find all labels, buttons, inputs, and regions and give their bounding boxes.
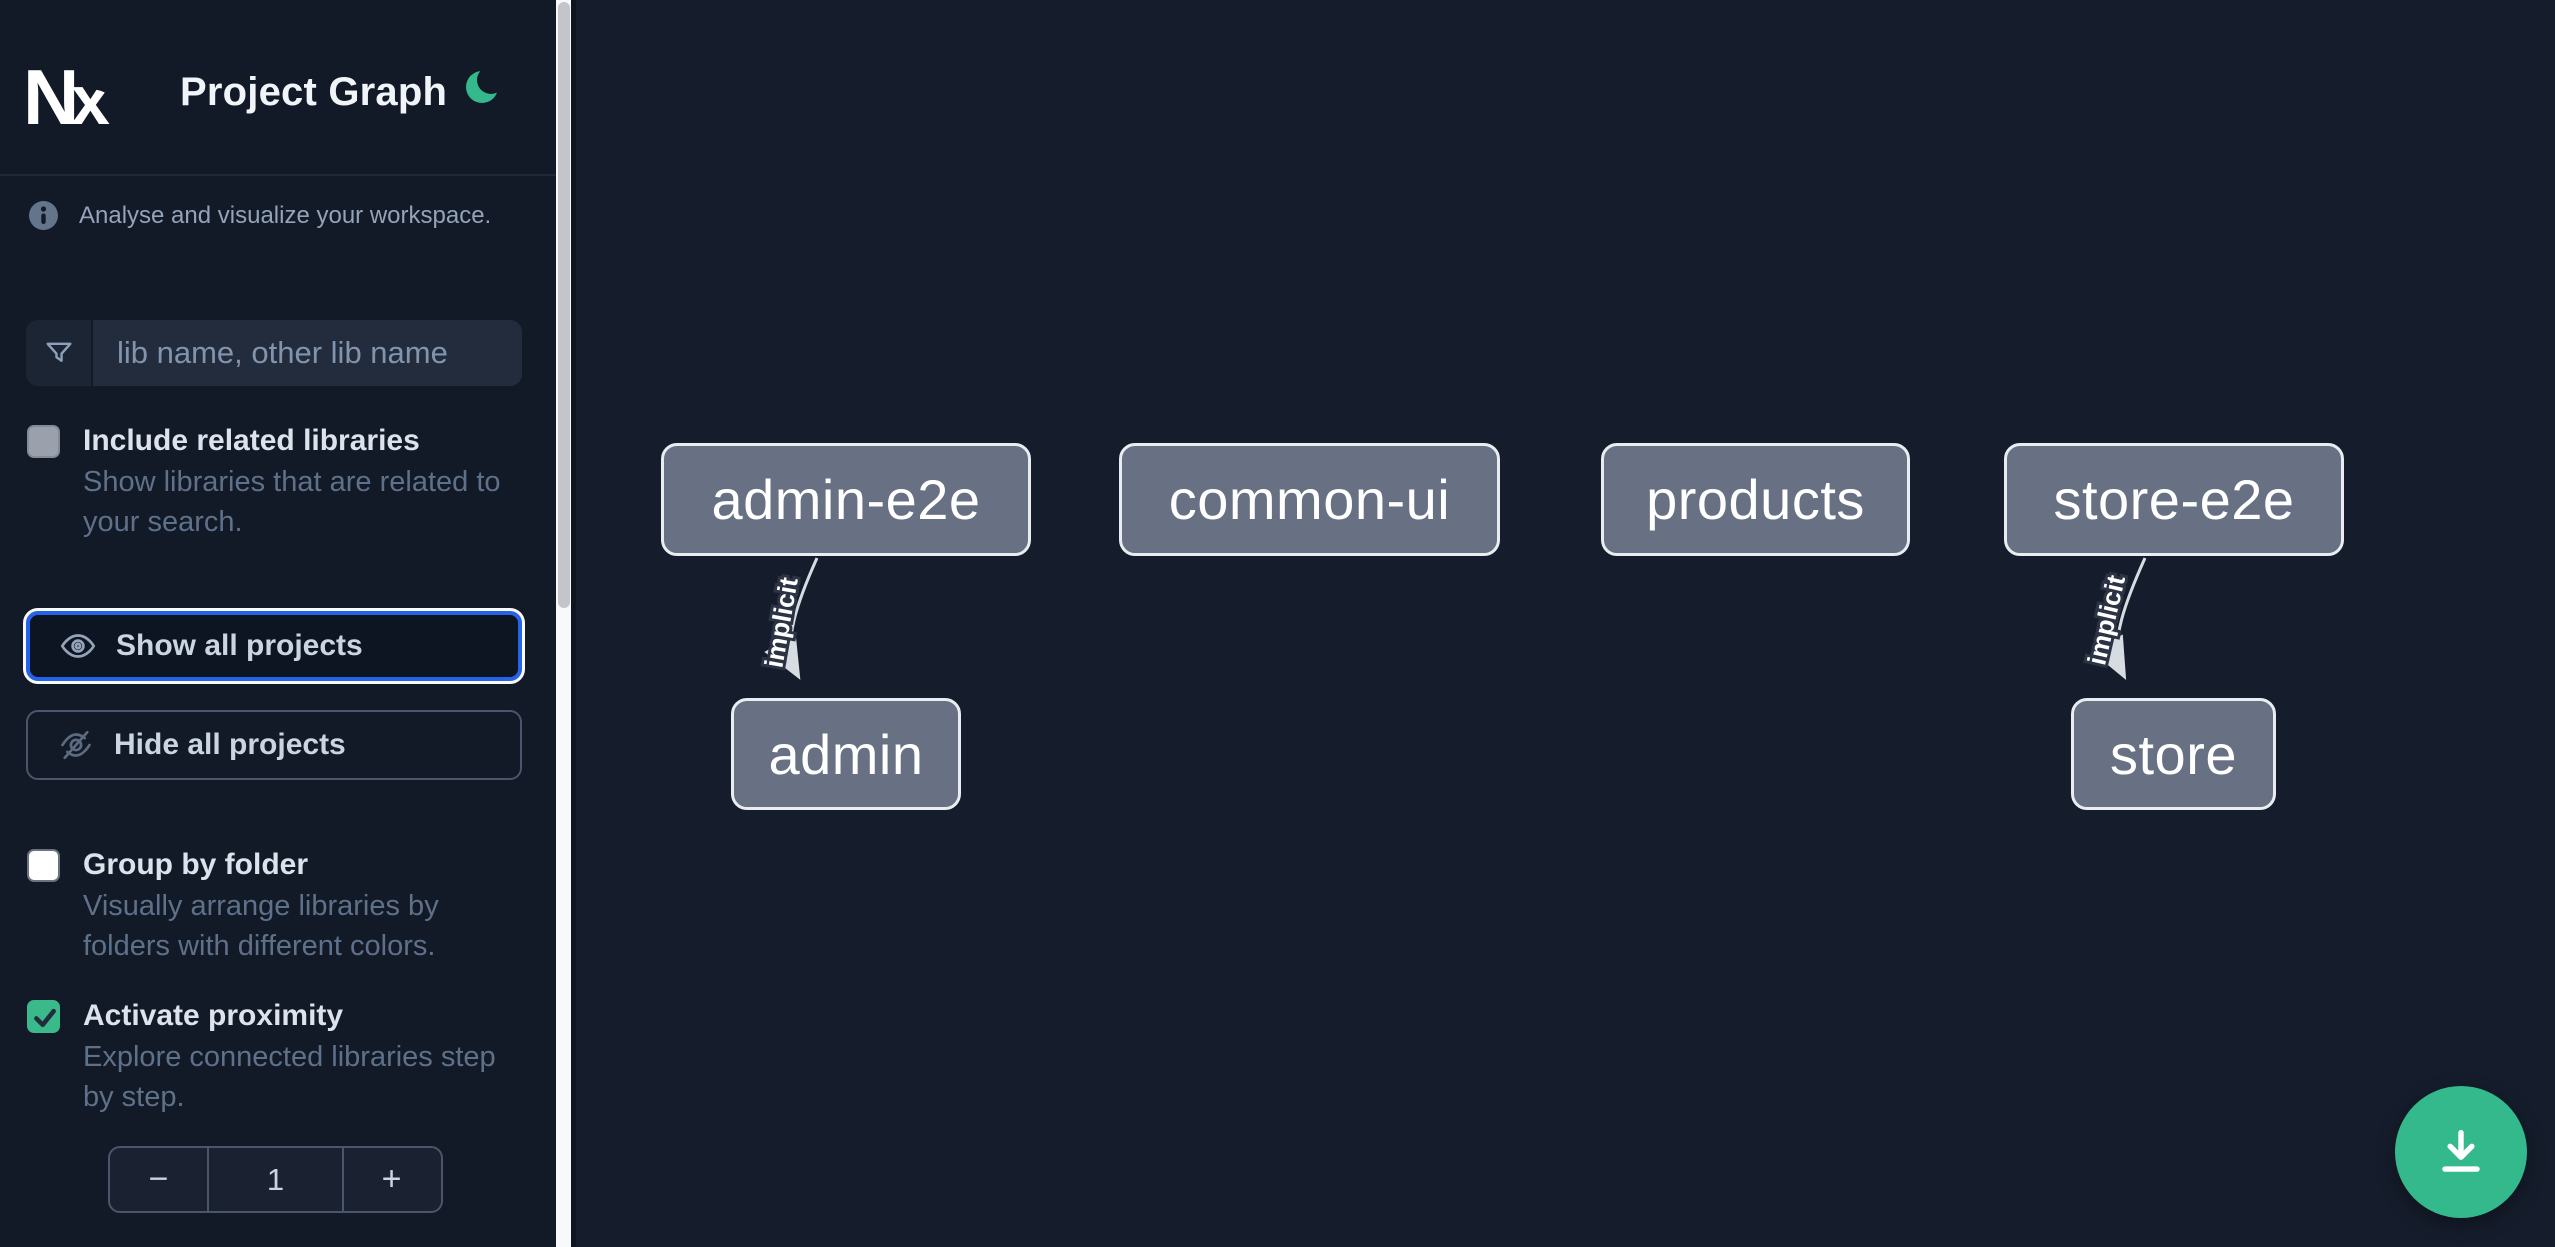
- activate-proximity-label: Activate proximity: [83, 999, 344, 1032]
- svg-text:N: N: [27, 58, 75, 134]
- sidebar-scrollbar-thumb[interactable]: [557, 2, 570, 608]
- theme-toggle-button[interactable]: [462, 60, 514, 112]
- graph-node-store-e2e[interactable]: store-e2e: [2004, 443, 2344, 556]
- graph-node-common-ui[interactable]: common-ui: [1119, 443, 1500, 556]
- hide-all-projects-button[interactable]: Hide all projects: [26, 710, 522, 780]
- option-include-related-libraries: Include related libraries Show libraries…: [27, 421, 527, 542]
- show-all-projects-button[interactable]: Show all projects: [23, 608, 525, 684]
- proximity-increment-button[interactable]: +: [344, 1148, 439, 1211]
- hide-all-projects-label: Hide all projects: [114, 728, 346, 761]
- proximity-value[interactable]: 1: [207, 1148, 344, 1211]
- show-all-projects-label: Show all projects: [116, 629, 363, 662]
- proximity-stepper: − 1 +: [108, 1146, 443, 1213]
- svg-text:x: x: [71, 61, 110, 134]
- activate-proximity-checkbox[interactable]: [27, 1000, 60, 1033]
- download-icon: [2430, 1121, 2492, 1183]
- search-box: [26, 320, 522, 386]
- proximity-decrement-button[interactable]: −: [110, 1148, 207, 1211]
- activate-proximity-description: Explore connected libraries step by step…: [83, 1041, 496, 1113]
- option-group-by-folder: Group by folder Visually arrange librari…: [27, 845, 527, 966]
- search-input[interactable]: [93, 320, 522, 386]
- filter-icon: [26, 320, 93, 386]
- nx-logo-icon: N x: [27, 58, 117, 134]
- sidebar: N x Project Graph: [0, 0, 556, 1247]
- graph-node-admin-e2e[interactable]: admin-e2e: [661, 443, 1031, 556]
- eye-off-icon: [58, 727, 94, 763]
- page-title: Project Graph: [180, 70, 448, 114]
- graph-canvas[interactable]: [571, 0, 2555, 1247]
- eye-icon: [60, 628, 96, 664]
- option-activate-proximity: Activate proximity Explore connected lib…: [27, 996, 527, 1117]
- moon-icon: [462, 64, 514, 108]
- canvas-left-shade: [571, 0, 576, 1247]
- check-icon: [34, 1008, 56, 1028]
- group-by-folder-checkbox[interactable]: [27, 849, 60, 882]
- info-icon: [28, 200, 59, 231]
- graph-node-products[interactable]: products: [1601, 443, 1910, 556]
- graph-node-store[interactable]: store: [2071, 698, 2276, 810]
- group-by-folder-label: Group by folder: [83, 848, 308, 881]
- group-by-folder-description: Visually arrange libraries by folders wi…: [83, 890, 439, 962]
- include-related-description: Show libraries that are related to your …: [83, 466, 501, 538]
- sidebar-header: N x Project Graph: [0, 0, 556, 176]
- download-graph-button[interactable]: [2395, 1086, 2527, 1218]
- include-related-checkbox[interactable]: [27, 425, 60, 458]
- sidebar-scrollbar-track[interactable]: [556, 0, 571, 1247]
- tagline-row: Analyse and visualize your workspace.: [28, 200, 528, 231]
- graph-node-admin[interactable]: admin: [731, 698, 961, 810]
- tagline-text: Analyse and visualize your workspace.: [79, 201, 492, 229]
- include-related-label: Include related libraries: [83, 424, 420, 457]
